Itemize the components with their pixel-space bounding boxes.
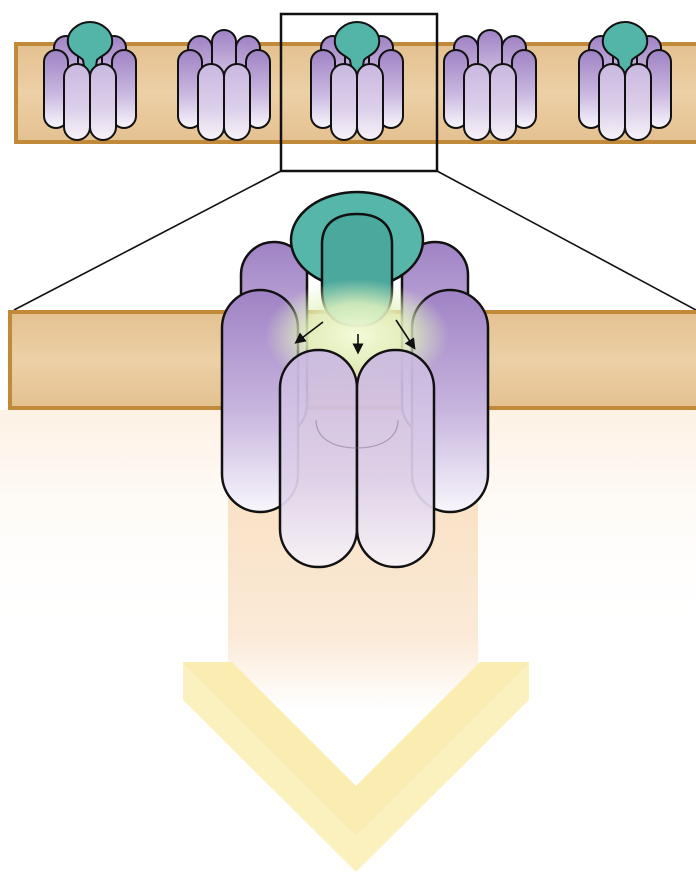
- channel-4: [444, 30, 536, 140]
- channel-3: [311, 22, 403, 140]
- subunit-front-left: [280, 350, 357, 567]
- subunit-front-right: [357, 350, 434, 567]
- channel-1: [44, 22, 136, 140]
- channel-2: [178, 30, 270, 140]
- channel-zoomed: [222, 192, 488, 567]
- channel-5: [579, 22, 671, 140]
